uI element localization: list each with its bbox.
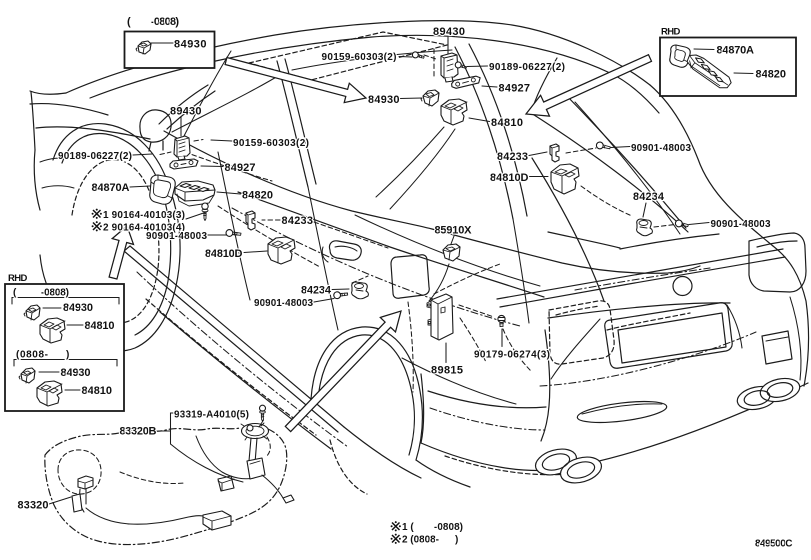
svg-text:84810: 84810 <box>82 385 113 397</box>
svg-text:-0808): -0808) <box>151 16 179 28</box>
svg-text:2 (0808-: 2 (0808- <box>402 535 439 546</box>
svg-text:90159-60303(2): 90159-60303(2) <box>322 52 397 63</box>
svg-text:(0808-: (0808- <box>16 350 48 361</box>
svg-text:84930: 84930 <box>174 39 207 51</box>
svg-text:90901-48003: 90901-48003 <box>631 143 691 154</box>
svg-text:90901-48003: 90901-48003 <box>254 298 313 309</box>
svg-text:90189-06227(2): 90189-06227(2) <box>58 151 132 162</box>
svg-text:89815: 89815 <box>431 365 463 377</box>
svg-text:RHD: RHD <box>661 27 681 38</box>
svg-text:84870A: 84870A <box>92 182 130 194</box>
svg-text:RHD: RHD <box>8 273 28 284</box>
svg-text:1 (: 1 ( <box>402 522 414 533</box>
svg-text:84234: 84234 <box>633 191 665 203</box>
svg-text:90901-48003: 90901-48003 <box>711 219 771 230</box>
svg-text:84820: 84820 <box>756 69 787 81</box>
svg-text:84233: 84233 <box>497 151 528 163</box>
svg-text:90159-60303(2): 90159-60303(2) <box>233 138 309 149</box>
svg-text:84234: 84234 <box>301 285 332 297</box>
svg-text:90179-06274(3): 90179-06274(3) <box>474 350 550 361</box>
svg-text:90189-06227(2): 90189-06227(2) <box>489 62 565 73</box>
svg-text:(: ( <box>127 16 131 28</box>
svg-text:89430: 89430 <box>170 106 202 118</box>
svg-text:84820: 84820 <box>242 190 273 202</box>
svg-text:89430: 89430 <box>433 26 465 38</box>
svg-text:84870A: 84870A <box>717 45 755 57</box>
svg-text:84810D: 84810D <box>205 248 243 260</box>
svg-text:84930: 84930 <box>61 367 91 379</box>
svg-text:2 90164-40103(4): 2 90164-40103(4) <box>103 223 185 234</box>
svg-text:83320B: 83320B <box>120 426 157 438</box>
svg-text:(: ( <box>13 288 17 299</box>
svg-text:90901-48003: 90901-48003 <box>146 231 207 242</box>
svg-text:84810: 84810 <box>491 117 523 129</box>
svg-text:84233: 84233 <box>282 215 314 227</box>
svg-text:): ) <box>455 535 458 546</box>
svg-text:): ) <box>66 350 69 361</box>
svg-text:84927: 84927 <box>499 83 531 95</box>
svg-text:84810D: 84810D <box>490 172 529 184</box>
svg-text:1 90164-40103(3): 1 90164-40103(3) <box>103 210 185 221</box>
svg-text:84930: 84930 <box>368 94 400 106</box>
svg-text:-0808): -0808) <box>434 522 463 533</box>
svg-text:93319-A4010(5): 93319-A4010(5) <box>174 410 249 421</box>
svg-text:84927: 84927 <box>225 162 256 174</box>
svg-text:85910X: 85910X <box>435 225 473 237</box>
svg-text:83320: 83320 <box>18 500 49 512</box>
svg-text:849500C: 849500C <box>755 539 793 550</box>
svg-text:84810: 84810 <box>85 320 115 332</box>
svg-text:84930: 84930 <box>63 302 93 314</box>
svg-text:-0808): -0808) <box>41 288 69 299</box>
